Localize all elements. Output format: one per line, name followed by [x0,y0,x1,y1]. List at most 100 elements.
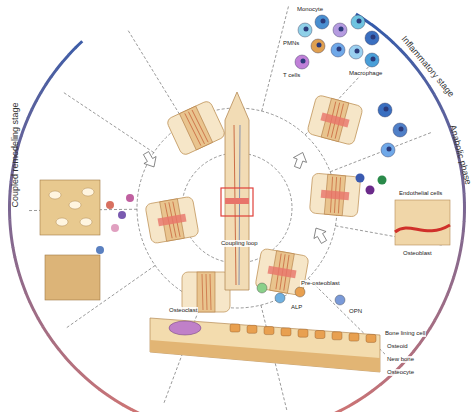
arc-segment [8,210,11,220]
arc-segment [442,294,449,304]
cell-nucleus [304,27,309,32]
osteoblast-cell [315,331,325,339]
arc-segment [364,389,374,397]
bone-panel [166,100,226,157]
arc-segment [41,326,49,336]
cell [349,45,363,59]
cell [351,15,365,29]
part-label: Osteocyte [386,369,415,376]
lacuna [69,201,81,209]
immune-cells [295,15,407,157]
arc-segment [18,274,24,284]
part-label: T cells [282,72,301,79]
bone-frame [166,100,226,157]
arc-segment [372,384,382,392]
cell-body [393,123,407,137]
cell [365,53,379,67]
arc-segment [8,219,12,229]
growth-factor [366,186,375,195]
arc-segment [428,86,436,96]
callus-band [268,266,297,279]
cell-body [378,103,392,117]
arc-segment [106,394,116,402]
part-label: Endothelial cells [398,190,443,197]
marrow-line [206,274,207,310]
arc-segment [459,240,464,250]
cell-body [349,45,363,59]
osteoblast-cell [349,333,359,341]
arc-segment [446,285,452,295]
histology [45,255,100,300]
arc-segment [35,92,42,102]
cell [378,103,392,117]
arc-segment [13,256,18,266]
bone-frame [309,173,360,217]
spoke [62,92,154,153]
central-bone [221,92,253,290]
vessel-tissue [395,200,450,245]
callus-band [321,190,350,200]
arc-segment [463,212,466,222]
bone-frame [145,196,199,244]
stage-arc [8,13,466,412]
arc-segment [50,68,58,78]
arc-segment [463,202,466,212]
arc-segment [74,40,83,49]
arc-segment [455,258,460,268]
marrow-line [210,274,211,310]
arc-segment [418,335,426,345]
cell-nucleus [339,27,344,32]
osteoblast-cell [281,328,291,336]
arc-segment [58,349,67,359]
stage-label: Inflammatory stage [398,34,456,101]
signal-cell [118,211,126,219]
arc-segment [438,303,445,313]
osteoblast-cell [298,329,308,337]
precursor-cell [257,283,267,293]
cell [381,143,395,157]
cell-body [295,55,309,69]
cell-body [298,23,312,37]
cell [393,123,407,137]
marrow-line [234,125,236,285]
arc-segment [28,301,35,311]
cell [298,23,312,37]
marrow-line [185,113,201,146]
cell-body [315,15,329,29]
arc-segment [452,268,458,278]
osteoclast-cell [169,321,201,335]
bone-frame [307,94,364,145]
arc-segment [437,102,444,112]
cell-nucleus [371,57,376,62]
arc-segment [331,409,341,412]
arc-segment [433,94,440,104]
callus-band [320,113,349,128]
marrow-line [188,111,204,144]
part-label: PMNs [282,40,300,47]
callus-band [158,214,187,227]
arc-segment [461,231,465,241]
osteoblast-cell [247,325,257,333]
arc-segment [457,249,462,259]
part-label: Coupling loop [220,240,259,247]
arc-segment [423,78,431,88]
cell-nucleus [384,107,389,112]
cell-nucleus [357,19,362,24]
arc-segment [9,228,13,238]
part-label: Monocyte [296,6,324,13]
cell-nucleus [399,127,404,132]
arc-segment [31,100,38,110]
arc-segment [340,405,350,412]
bone-shaft [321,98,349,141]
arc-segment [429,319,437,329]
osteoblast-cell [230,324,240,332]
arc-segment [44,76,52,86]
part-label: Bone lining cell [384,330,426,337]
arc-segment [27,109,34,119]
spoke [127,29,184,123]
arc-segment [356,395,366,403]
arc-segment [462,221,466,231]
arc-segment [99,388,109,396]
